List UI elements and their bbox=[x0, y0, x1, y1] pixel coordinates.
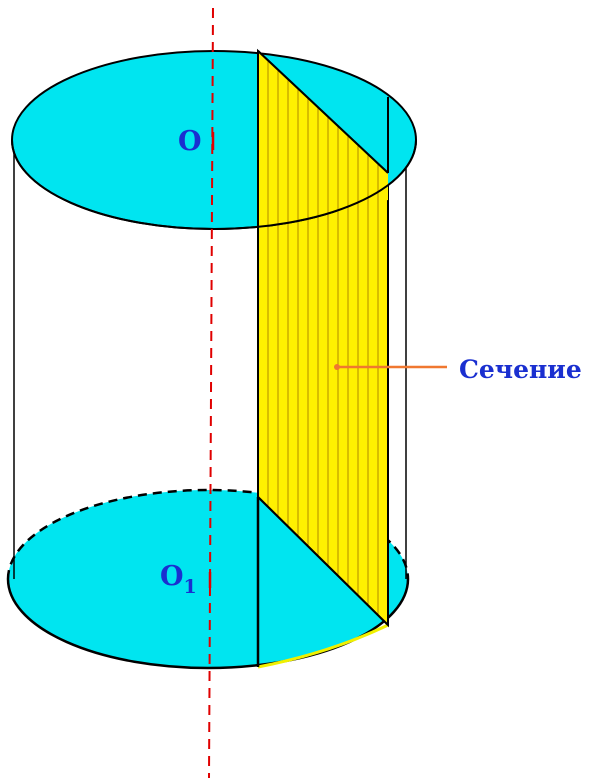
top-chord-overlay bbox=[257, 50, 389, 174]
section-pointer-dot bbox=[334, 364, 340, 370]
top-center-label: O bbox=[178, 126, 202, 157]
section-top-part bbox=[258, 51, 388, 229]
bottom-center-label: O1 bbox=[160, 561, 197, 598]
section-label: Сечение bbox=[459, 355, 582, 384]
bottom-center-subscript: 1 bbox=[184, 576, 197, 598]
bottom-chord-front bbox=[257, 623, 389, 669]
section-top-hatching bbox=[267, 60, 379, 229]
top-base-front-edge bbox=[11, 139, 417, 230]
bottom-chord-line bbox=[257, 496, 389, 626]
